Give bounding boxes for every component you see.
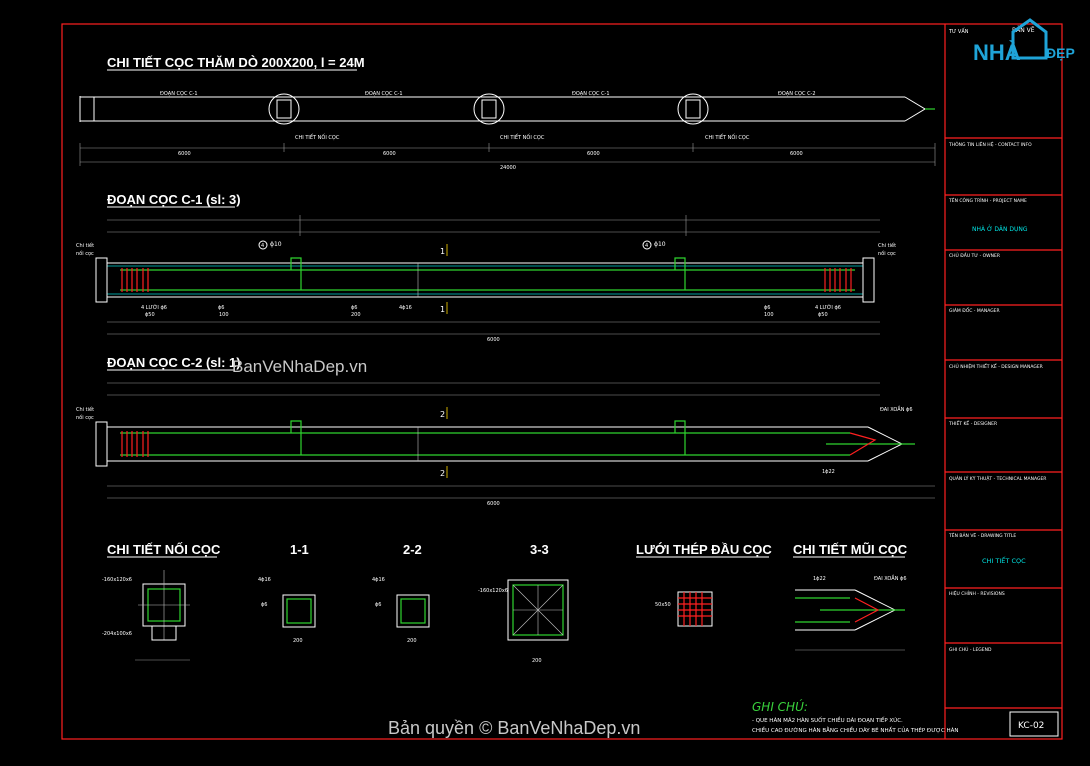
s22-dim: 200 — [407, 638, 417, 644]
tb-project-name: NHÀ Ở DÂN DỤNG — [972, 225, 1028, 233]
c1-joint-left-1: Chi tiết — [76, 242, 94, 249]
logo-top: BẢN VẼ — [1012, 26, 1035, 34]
joint-plate-b: -204x100x6 — [102, 631, 132, 637]
c2-title: ĐOẠN CỌC C-2 (sl: 1) — [107, 355, 241, 370]
c1-stirrup-right: ϕ10 — [654, 241, 666, 248]
tb-legend: GHI CHÚ - LEGEND — [949, 646, 992, 653]
c1-joint-right-1: Chi tiết — [878, 242, 896, 249]
tb-drawing-title-label: TÊN BẢN VẼ - DRAWING TITLE — [948, 531, 1016, 539]
c1-s200: ϕ6 — [351, 305, 357, 311]
c2-joint-left-1: Chi tiết — [76, 406, 94, 413]
joint-label-3: CHI TIẾT NỐI CỌC — [705, 133, 750, 141]
tb-consultant: TƯ VẤN — [948, 27, 969, 35]
tb-sheet: KC-02 — [1018, 721, 1044, 731]
seg-dim-1: 6000 — [178, 151, 191, 157]
joint-label-1: CHI TIẾT NỐI CỌC — [295, 133, 340, 141]
seg-label-2: ĐOẠN CỌC C-1 — [365, 91, 403, 97]
notes-heading: GHI CHÚ: — [752, 699, 808, 714]
seg-label-1: ĐOẠN CỌC C-1 — [160, 91, 198, 97]
tip-bar: 1ϕ22 — [813, 576, 826, 582]
c1-s100-left-val: 100 — [219, 312, 229, 318]
c1-mark-4-left: 4 — [261, 243, 264, 249]
mesh-spacing: 50x50 — [655, 602, 671, 608]
detail-tip-title: CHI TIẾT MŨI CỌC — [793, 542, 908, 557]
section-11-drawing — [282, 594, 316, 628]
c1-pile-body — [95, 257, 875, 303]
seg-dim-3: 6000 — [587, 151, 600, 157]
c1-mesh-right-sp: ϕ50 — [818, 312, 828, 318]
tb-contact: THÔNG TIN LIÊN HỆ - CONTACT INFO — [948, 140, 1032, 148]
c1-s100-right: ϕ6 — [764, 305, 770, 311]
section-22-drawing — [396, 594, 430, 628]
detail-mesh-title: LƯỚI THÉP ĐẦU CỌC — [636, 542, 772, 557]
logo-side: ĐẸP — [1046, 45, 1075, 61]
s22-stirrup: ϕ6 — [375, 602, 381, 608]
seg-dim-2: 6000 — [383, 151, 396, 157]
detail-joint-title: CHI TIẾT NỐI CỌC — [107, 542, 221, 557]
seg-label-3: ĐOẠN CỌC C-1 — [572, 91, 610, 97]
c1-section-bottom: 1 — [440, 305, 445, 314]
seg-label-4: ĐOẠN CỌC C-2 — [778, 91, 816, 97]
c2-section-top: 2 — [440, 410, 445, 419]
c1-mesh-right: 4 LƯỚI ϕ6 — [815, 304, 841, 311]
sheet-number-box — [1009, 711, 1059, 737]
tip-spiral: ĐAI XOẮN ϕ6 — [874, 574, 907, 582]
seg-dim-4: 6000 — [790, 151, 803, 157]
tb-designer: THIẾT KẾ - DESIGNER — [948, 419, 997, 427]
c1-mesh-left-sp: ϕ50 — [145, 312, 155, 318]
mesh-drawing — [677, 591, 713, 627]
watermark-bottom: Bản quyền © BanVeNhaDep.vn — [388, 718, 640, 738]
watermark-mid: BanVeNhaDep.vn — [232, 357, 367, 376]
overview-pile — [79, 93, 935, 125]
c1-joint-right-2: nối cọc — [878, 250, 896, 257]
tb-manager: GIÁM ĐỐC - MANAGER — [949, 306, 1000, 314]
c1-s100-right-val: 100 — [764, 312, 774, 318]
s11-stirrup: ϕ6 — [261, 602, 267, 608]
c1-total-dim: 6000 — [487, 337, 500, 343]
detail-11-title: 1-1 — [290, 542, 309, 557]
overview-title: CHI TIẾT CỌC THĂM DÒ 200X200, l = 24M — [107, 55, 365, 70]
title-block-grid — [945, 137, 1062, 709]
detail-22-title: 2-2 — [403, 542, 422, 557]
c1-s100-left: ϕ6 — [218, 305, 224, 311]
c1-title: ĐOẠN CỌC C-1 (sl: 3) — [107, 192, 241, 207]
tb-design-manager: CHỦ NHIỆM THIẾT KẾ - DESIGN MANAGER — [949, 362, 1043, 370]
joint-label-2: CHI TIẾT NỐI CỌC — [500, 133, 545, 141]
brand-logo: BẢN VẼ NHÀ ĐẸP — [973, 18, 1075, 65]
c1-main-bar: 4ϕ16 — [399, 305, 412, 311]
c1-mesh-left: 4 LƯỚI ϕ6 — [141, 304, 167, 311]
joint-plate-a: -160x120x6 — [102, 577, 132, 583]
tb-drawing-title: CHI TIẾT CỌC — [982, 555, 1026, 565]
s22-bars: 4ϕ16 — [372, 577, 385, 583]
c2-joint-left-2: nối cọc — [76, 414, 94, 421]
tb-project-label: TÊN CÔNG TRÌNH - PROJECT NAME — [948, 196, 1027, 204]
c1-mark-4-right: 4 — [645, 243, 648, 249]
tb-revisions: HIỆU CHỈNH - REVISIONS — [949, 589, 1005, 597]
c2-pile-body — [95, 420, 915, 467]
c2-section-bottom: 2 — [440, 469, 445, 478]
s33-plate: -160x120x6 — [478, 588, 508, 594]
notes-line2: CHIỀU CAO ĐƯỜNG HÀN BẰNG CHIỀU DÀY BÉ NH… — [752, 726, 959, 734]
section-33-drawing — [507, 579, 569, 641]
s11-bars: 4ϕ16 — [258, 577, 271, 583]
notes-line1: - QUE HÀN MÃ2 HÀN SUỐT CHIỀU DÀI ĐOẠN TI… — [752, 716, 903, 724]
detail-33-title: 3-3 — [530, 542, 549, 557]
c2-tip-bar: 1ϕ22 — [822, 469, 835, 475]
drawing-frame — [61, 23, 1063, 740]
joint-detail-drawing — [135, 570, 190, 661]
c1-joint-left-2: nối cọc — [76, 250, 94, 257]
overview-total-dim: 24000 — [500, 165, 516, 171]
tb-tech-manager: QUẢN LÝ KỸ THUẬT - TECHNICAL MANAGER — [949, 474, 1046, 482]
tb-owner: CHỦ ĐẦU TƯ - OWNER — [949, 251, 1000, 259]
c2-tip-label: ĐAI XOẮN ϕ6 — [880, 405, 913, 413]
s11-dim: 200 — [293, 638, 303, 644]
c1-stirrup-left: ϕ10 — [270, 241, 282, 248]
c1-section-top: 1 — [440, 247, 445, 256]
tip-drawing — [795, 589, 905, 651]
c2-total-dim: 6000 — [487, 501, 500, 507]
c1-s200-val: 200 — [351, 312, 361, 318]
s33-dim: 200 — [532, 658, 542, 664]
